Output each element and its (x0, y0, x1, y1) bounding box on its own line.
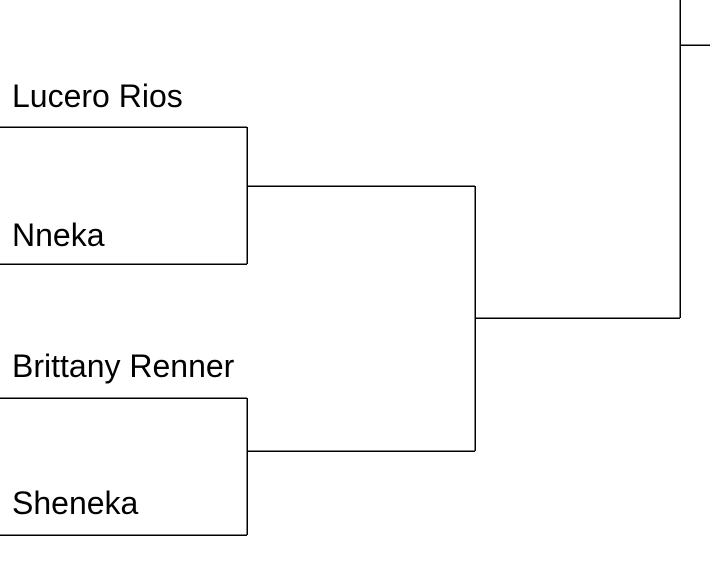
entrant-name-3: Brittany Renner (12, 348, 235, 384)
entrant-name-2: Nneka (12, 217, 105, 253)
entrant-name-1: Lucero Rios (12, 78, 183, 114)
entrant-name-4: Sheneka (12, 485, 139, 521)
